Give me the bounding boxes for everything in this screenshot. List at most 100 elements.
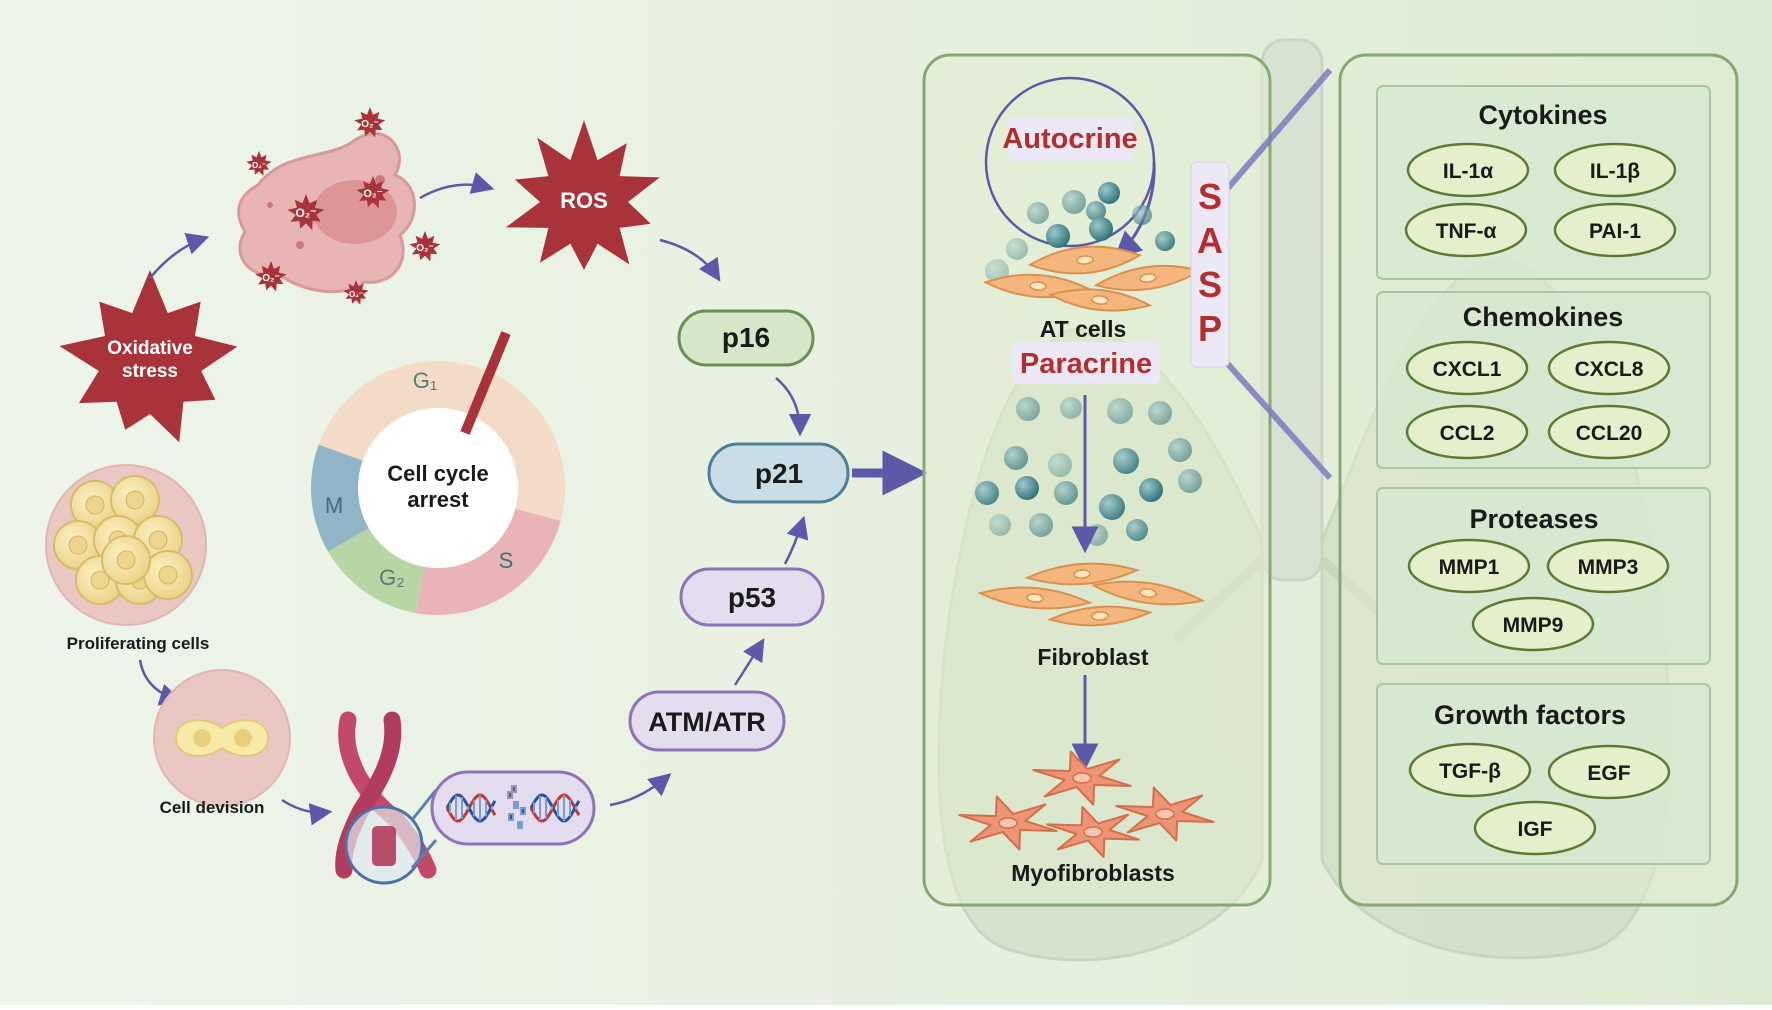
sasp-connector-bottom (1223, 359, 1333, 481)
p16-node: p16 (677, 309, 815, 367)
arrow-dna-to-atm (609, 773, 672, 807)
svg-text:MMP9: MMP9 (1503, 614, 1564, 637)
proliferating-cell (101, 535, 151, 585)
sasp-particle (1016, 397, 1040, 421)
sasp-letter-a: A (1197, 220, 1223, 261)
proliferating-cell (70, 480, 120, 530)
sasp-particle (1155, 231, 1175, 251)
phase-g1-label: G₁ (413, 368, 438, 393)
sasp-particle (1086, 201, 1106, 221)
cell-division-icon (153, 669, 291, 807)
sasp-connector-top (1225, 68, 1333, 190)
growth-factor-oval-3: IGF (1473, 800, 1597, 856)
cell-cycle-arrest-label-2: arrest (407, 487, 469, 512)
phase-s-label: S (499, 548, 514, 573)
sasp-particle (989, 514, 1011, 536)
sasp-particle (1099, 494, 1125, 520)
myofibroblast-icon (958, 750, 1215, 858)
sasp-particle (1015, 476, 1039, 500)
svg-text:IGF: IGF (1518, 818, 1553, 841)
sasp-particle (1089, 217, 1113, 241)
phase-m-label: M (325, 493, 343, 518)
spindle-cell (1024, 562, 1140, 586)
svg-text:EGF: EGF (1587, 762, 1630, 785)
ros-starburst: ROS (506, 120, 660, 270)
sasp-particle (1098, 182, 1120, 204)
cell-cycle-arrest-label-1: Cell cycle (387, 461, 489, 486)
arrow-p53-to-p21 (783, 515, 809, 565)
growth-factor-oval-1: TGF-β (1408, 742, 1532, 798)
svg-text:MMP3: MMP3 (1578, 556, 1639, 579)
chemokines-box: Chemokines CXCL1 CXCL8 CCL2 CCL20 (1376, 291, 1711, 469)
protease-oval-3: MMP9 (1471, 596, 1595, 652)
sasp-particle (1132, 205, 1152, 225)
sasp-particle (1027, 202, 1049, 224)
sasp-particle (1060, 397, 1082, 419)
cell-cycle-g1-segment (318, 360, 566, 521)
arrow-cell-to-ros (419, 172, 495, 200)
growth-factors-box: Growth factors TGF-β EGF IGF (1376, 683, 1711, 865)
protease-oval-2: MMP3 (1546, 538, 1670, 594)
cytokine-oval-4: PAI-1 (1553, 202, 1677, 258)
chemokines-title: Chemokines (1463, 302, 1624, 332)
proteases-box: Proteases MMP1 MMP3 MMP9 (1376, 487, 1711, 665)
sasp-letter-p: P (1198, 308, 1222, 349)
oxidative-stress-label-1: Oxidative (107, 338, 193, 359)
superoxide-radicals: O₂⁻O₂⁻O₂⁻O₂⁻O₂⁻O₂⁻O₂⁻ (246, 107, 441, 305)
myofibroblast-cell (958, 795, 1058, 851)
sasp-particle (1048, 453, 1072, 477)
superoxide-radical-icon: O₂⁻ (409, 231, 441, 262)
proliferating-cell (53, 520, 103, 570)
svg-text:O₂⁻: O₂⁻ (296, 206, 317, 220)
sasp-label-box: S A S P (1190, 161, 1230, 368)
svg-text:O₂⁻: O₂⁻ (262, 273, 280, 284)
cell-cycle-center (358, 408, 518, 568)
superoxide-radical-icon: O₂⁻ (354, 107, 386, 138)
svg-text:CXCL1: CXCL1 (1433, 358, 1502, 381)
cytokines-title: Cytokines (1478, 100, 1607, 130)
proliferating-cell (143, 550, 193, 600)
growth-factors-title: Growth factors (1434, 700, 1626, 730)
growth-factor-oval-2: EGF (1547, 744, 1671, 800)
myofibroblast-cell (1046, 806, 1140, 858)
phase-g2-label: G₂ (379, 565, 405, 590)
sasp-particle (1006, 238, 1028, 260)
svg-text:PAI-1: PAI-1 (1589, 220, 1641, 243)
sasp-particle (1062, 190, 1086, 214)
svg-text:MMP1: MMP1 (1439, 556, 1500, 579)
myofibroblast-cell (1032, 750, 1132, 806)
autocrine-label: Autocrine (1002, 123, 1137, 155)
svg-text:IL-1α: IL-1α (1443, 160, 1493, 183)
sasp-particle (1148, 401, 1172, 425)
chemokine-oval-1: CXCL1 (1405, 340, 1529, 396)
arrest-checkpoint-bar (460, 331, 511, 435)
sasp-letter-s1: S (1198, 176, 1222, 217)
superoxide-radical-icon: O₂⁻ (356, 176, 390, 209)
p53-label: p53 (728, 582, 776, 613)
fibroblast-label: Fibroblast (1037, 644, 1149, 670)
svg-text:O₂⁻: O₂⁻ (252, 161, 266, 170)
svg-text:CCL20: CCL20 (1576, 422, 1643, 445)
oxidative-stress-label-2: stress (122, 361, 178, 382)
arrow-stress-to-cell (149, 233, 210, 279)
superoxide-radical-icon: O₂⁻ (287, 194, 325, 231)
superoxide-radical-icon: O₂⁻ (255, 261, 287, 292)
sasp-particle (1126, 519, 1148, 541)
cytokines-box: Cytokines IL-1α IL-1β TNF-α PAI-1 (1376, 85, 1711, 280)
spindle-cell (977, 586, 1093, 610)
svg-text:IL-1β: IL-1β (1590, 160, 1640, 183)
cytokine-oval-3: TNF-α (1404, 202, 1528, 258)
sasp-particle (1178, 469, 1202, 493)
svg-text:O₂⁻: O₂⁻ (416, 243, 434, 254)
chemokine-oval-2: CXCL8 (1547, 340, 1671, 396)
svg-text:TNF-α: TNF-α (1436, 220, 1497, 243)
svg-text:O₂⁻: O₂⁻ (363, 188, 382, 200)
proliferating-cells-label: Proliferating cells (67, 634, 210, 653)
superoxide-radical-icon: O₂⁻ (246, 151, 272, 176)
svg-text:CCL2: CCL2 (1440, 422, 1495, 445)
myofibroblasts-label: Myofibroblasts (1011, 860, 1175, 886)
chemokine-oval-4: CCL20 (1547, 404, 1671, 460)
spindle-cell (1047, 288, 1153, 312)
cell-cycle-m-segment (311, 444, 369, 552)
at-cells-icon (983, 245, 1203, 312)
